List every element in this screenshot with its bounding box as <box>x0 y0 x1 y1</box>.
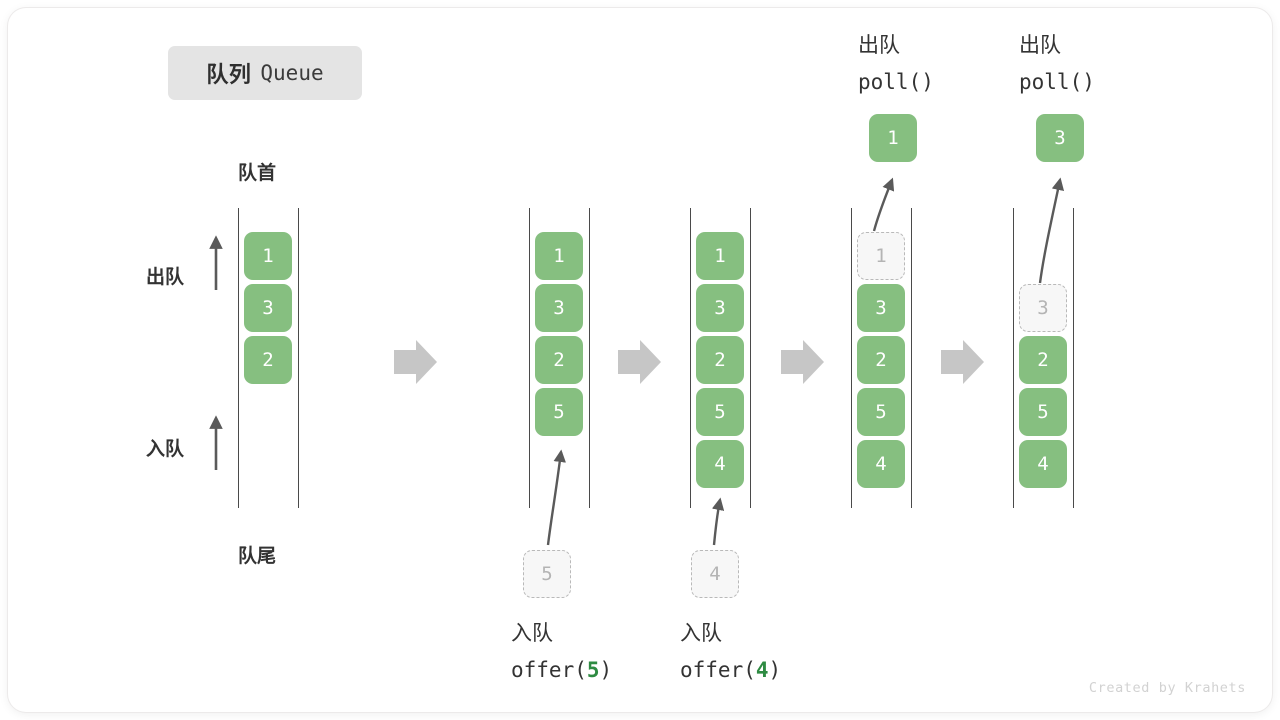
operation-label-code: offer(4) <box>680 658 782 682</box>
queue-rail-right <box>911 208 912 508</box>
title-cn: 队列 <box>206 62 252 87</box>
operation-label-code: offer(5) <box>511 658 613 682</box>
dequeue-direction-label: 出队 <box>146 267 185 288</box>
incoming-element-4: 4 <box>691 550 739 598</box>
queue-cell: 3 <box>244 284 292 332</box>
queue-cell: 2 <box>535 336 583 384</box>
queue-rail-right <box>750 208 751 508</box>
queue-cell: 3 <box>535 284 583 332</box>
queue-rail-right <box>1073 208 1074 508</box>
incoming-element-5: 5 <box>523 550 571 598</box>
title-en: Queue <box>260 61 324 85</box>
diagram-title-chip: 队列 Queue <box>168 46 362 100</box>
queue-cell: 4 <box>857 440 905 488</box>
operation-arg: 4 <box>755 658 769 682</box>
queue-rail-left <box>851 208 852 508</box>
queue-cell: 2 <box>857 336 905 384</box>
credit-text: Created by Krahets <box>1088 680 1246 696</box>
operation-fn: offer <box>511 658 575 682</box>
operation-label-poll-1: 出队 poll() <box>858 28 934 100</box>
queue-cell: 5 <box>1019 388 1067 436</box>
operation-fn: poll <box>858 70 909 94</box>
operation-label-cn: 出队 <box>1019 34 1061 57</box>
queue-rail-left <box>529 208 530 508</box>
queue-rail-right <box>298 208 299 508</box>
polled-element-1: 1 <box>869 114 917 162</box>
queue-cell: 1 <box>696 232 744 280</box>
queue-cell: 2 <box>1019 336 1067 384</box>
queue-cell: 1 <box>535 232 583 280</box>
queue-cell-removed: 3 <box>1019 284 1067 332</box>
operation-arg: 5 <box>586 658 600 682</box>
queue-cell: 3 <box>696 284 744 332</box>
operation-label-cn: 出队 <box>858 34 900 57</box>
queue-tail-label: 队尾 <box>238 546 277 567</box>
polled-element-3: 3 <box>1036 114 1084 162</box>
operation-fn: offer <box>680 658 744 682</box>
operation-label-offer-5: 入队 offer(5) <box>511 616 612 688</box>
enqueue-direction-label: 入队 <box>146 439 185 460</box>
operation-label-offer-4: 入队 offer(4) <box>680 616 781 688</box>
operation-label-cn: 入队 <box>511 622 553 645</box>
operation-fn: poll <box>1019 70 1070 94</box>
queue-cell: 3 <box>857 284 905 332</box>
queue-cell: 2 <box>244 336 292 384</box>
queue-rail-left <box>238 208 239 508</box>
operation-label-poll-3: 出队 poll() <box>1019 28 1095 100</box>
queue-cell: 4 <box>1019 440 1067 488</box>
operation-label-code: poll() <box>858 70 934 94</box>
operation-label-code: poll() <box>1019 70 1095 94</box>
queue-cell: 5 <box>696 388 744 436</box>
diagram-card <box>8 8 1272 712</box>
queue-rail-left <box>690 208 691 508</box>
queue-rail-left <box>1013 208 1014 508</box>
queue-cell: 5 <box>535 388 583 436</box>
queue-head-label: 队首 <box>238 163 277 184</box>
queue-rail-right <box>589 208 590 508</box>
queue-cell: 1 <box>244 232 292 280</box>
queue-cell-removed: 1 <box>857 232 905 280</box>
operation-label-cn: 入队 <box>680 622 722 645</box>
queue-cell: 5 <box>857 388 905 436</box>
queue-cell: 2 <box>696 336 744 384</box>
queue-cell: 4 <box>696 440 744 488</box>
